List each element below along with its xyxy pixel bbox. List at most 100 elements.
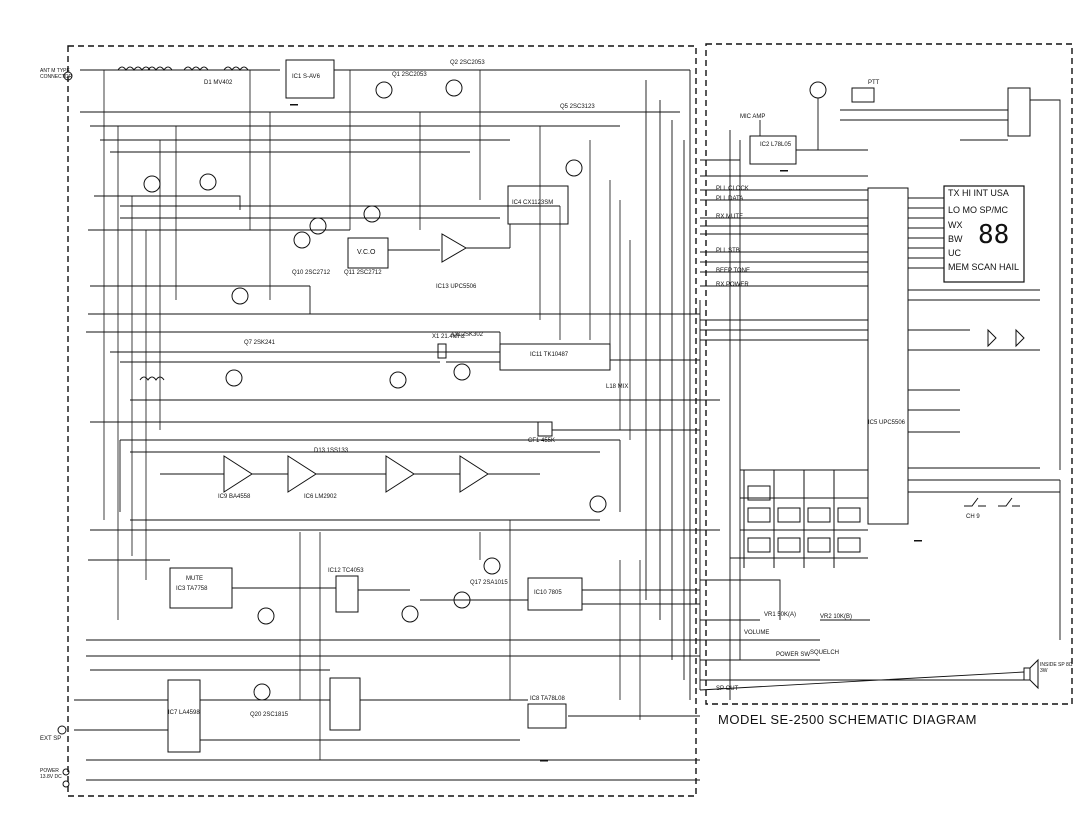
mute-label: MUTE xyxy=(186,576,203,582)
transistor-q2 xyxy=(445,79,463,97)
d1-label: D1 MV402 xyxy=(204,80,233,86)
ic7-box xyxy=(167,679,201,753)
power-jack-2 xyxy=(62,780,70,788)
opamp-5 xyxy=(441,233,467,263)
ic11-label: IC11 TK10487 xyxy=(530,352,569,358)
ic1-box xyxy=(285,59,335,99)
q1-label: Q1 2SC2053 xyxy=(392,72,427,78)
ic12-label: IC12 TC4053 xyxy=(328,568,364,574)
mic-amp-label: MIC AMP xyxy=(740,114,766,120)
connector-j1 xyxy=(1007,87,1031,137)
vco-box xyxy=(347,237,389,269)
beep-label: BEEP TONE xyxy=(716,268,751,274)
transistor-q3 xyxy=(143,175,161,193)
ptt-switch xyxy=(851,87,875,103)
q11-label: Q11 2SC2712 xyxy=(344,270,382,276)
ic2-box xyxy=(749,135,797,165)
lcd-row-indicators-2: LO MO SP/MC xyxy=(948,205,1009,215)
transistor-q17 xyxy=(363,205,381,223)
transistor-q4 xyxy=(199,173,217,191)
transistor-q6 xyxy=(293,231,311,249)
led-1 xyxy=(987,328,997,348)
lcd-uc: UC xyxy=(948,248,961,258)
transistor-q12 xyxy=(483,557,501,575)
q2-label: Q2 2SC2053 xyxy=(450,60,485,66)
transistor-q18 xyxy=(589,495,607,513)
q5-label: Q5 2SC3123 xyxy=(560,104,595,110)
lcd-display: TX HI INT USA LO MO SP/MC WX BW UC 88 ME… xyxy=(948,188,1020,280)
transistor-q15 xyxy=(809,81,827,99)
ic1-label: IC1 S-AV6 xyxy=(292,74,320,80)
cpu-ic-body xyxy=(867,187,909,525)
ic8-label: IC8 TA78L08 xyxy=(530,696,565,702)
ic3-label: IC3 TA7758 xyxy=(176,586,208,592)
vco-label: V.C.O xyxy=(357,249,376,256)
vr1-label: VR1 50K(A) xyxy=(764,612,797,618)
inside-sp-label: INSIDE SP 8Ω 3W xyxy=(1040,662,1073,674)
l18-label: L18 MIX xyxy=(606,384,629,390)
q17-label: Q17 2SA1015 xyxy=(470,580,508,586)
q20-label: Q20 2SC1815 xyxy=(250,712,289,718)
speaker-symbol xyxy=(1023,658,1039,690)
sp-out-label: SP OUT xyxy=(716,686,739,692)
ant-connector-label: ANT M TYPE CONNECTOR xyxy=(40,68,73,80)
q7-label: Q7 2SK241 xyxy=(244,340,276,346)
ic11-box xyxy=(499,343,611,371)
diagram-title: MODEL SE-2500 SCHEMATIC DIAGRAM xyxy=(718,712,977,727)
q8-label: Q8 2SK302 xyxy=(452,332,484,338)
opamp-1 xyxy=(223,455,253,493)
lcd-bw: BW xyxy=(948,234,963,244)
ic13-box xyxy=(329,677,361,731)
pll-data-label: PLL DATA xyxy=(716,196,744,202)
opamp-3 xyxy=(385,455,415,493)
wiring-left xyxy=(74,69,720,781)
rx-mute-label: RX MUTE xyxy=(716,214,743,220)
wiring-right xyxy=(699,98,1061,700)
squelch-label: SQUELCH xyxy=(810,650,840,656)
keypad-matrix xyxy=(740,469,862,568)
inductor-l2 xyxy=(147,66,173,71)
switch-sw2 xyxy=(998,497,1020,507)
transistor-q14 xyxy=(253,683,271,701)
cf1-box xyxy=(537,421,553,437)
ic9-label: IC9 BA4558 xyxy=(218,494,251,500)
inductor-l1 xyxy=(117,66,151,71)
left-board-outline xyxy=(67,45,697,797)
cf1-label: CF1 455K xyxy=(528,438,556,444)
d13-label: D13 1SS133 xyxy=(314,448,349,454)
pll-stb-label: PLL STB xyxy=(716,248,740,254)
opamp-4 xyxy=(459,455,489,493)
ic13-label: IC13 UPC5506 xyxy=(436,284,477,290)
volume-label: VOLUME xyxy=(744,630,770,636)
transistor-q7 xyxy=(225,369,243,387)
ic6-label: IC6 LM2902 xyxy=(304,494,337,500)
rx-power-label: RX POWER xyxy=(716,282,749,288)
ic4-box xyxy=(507,185,569,225)
pll-clock-label: PLL CLOCK xyxy=(716,186,749,192)
power-sw-label: POWER SW xyxy=(776,652,810,658)
inductor-l5 xyxy=(139,376,165,381)
x1-label: X1 21.4MHz xyxy=(432,334,466,340)
transistor-q5 xyxy=(565,159,583,177)
ground-symbols xyxy=(290,104,922,762)
right-board-outline xyxy=(705,43,1073,705)
inductor-l3 xyxy=(183,66,209,71)
transistor-q10 xyxy=(257,607,275,625)
wiring-vertical xyxy=(103,70,641,760)
power-jack-1 xyxy=(62,768,70,776)
transistor-q11 xyxy=(401,605,419,623)
ext-sp-jack xyxy=(57,725,67,735)
lcd-panel xyxy=(943,185,1025,283)
ic10-box xyxy=(527,577,583,611)
transistor-q16 xyxy=(309,217,327,235)
led-2 xyxy=(1015,328,1025,348)
lcd-row-indicators-1: TX HI INT USA xyxy=(948,188,1009,198)
transistor-q19 xyxy=(231,287,249,305)
switch-sw1 xyxy=(964,497,986,507)
q10-label: Q10 2SC2712 xyxy=(292,270,331,276)
inductor-l4 xyxy=(223,66,249,71)
lcd-mid: WX BW UC 88 xyxy=(948,220,1020,260)
transistor-q9 xyxy=(453,363,471,381)
lcd-digits: 88 xyxy=(978,220,1010,250)
